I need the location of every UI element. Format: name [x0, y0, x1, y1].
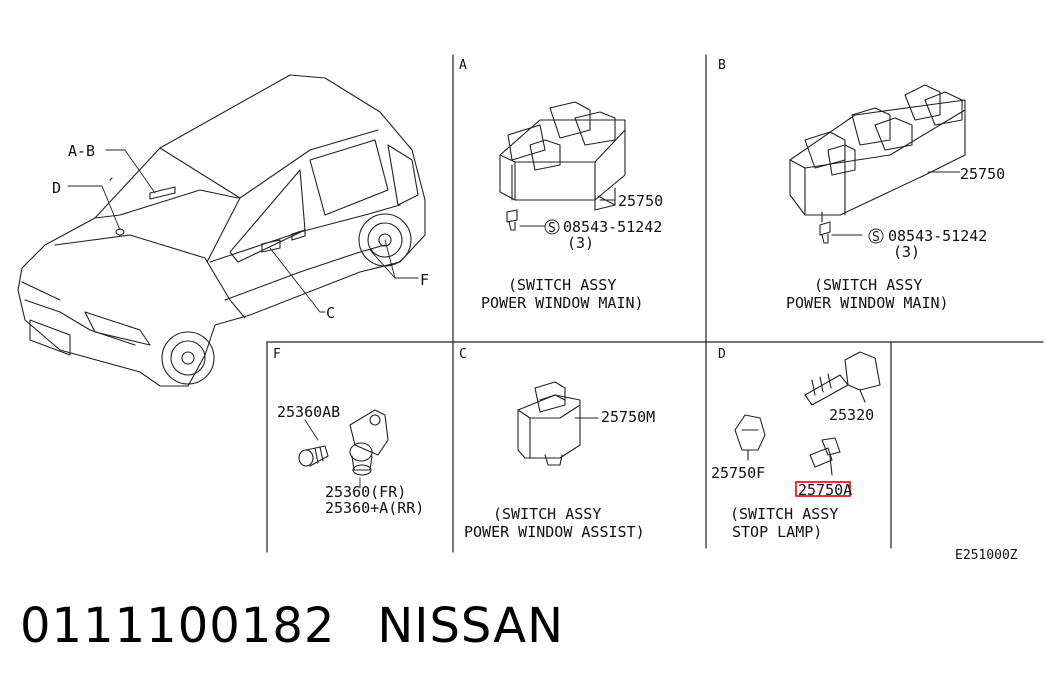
highlight-25750a-box	[795, 481, 851, 497]
panel-f-letter: F	[273, 347, 281, 362]
switch-power-window-assist	[517, 381, 581, 466]
panel-a-screw: 08543-51242	[563, 218, 662, 236]
stop-lamp-sensor-25320	[804, 351, 881, 406]
panel-a-qty: (3)	[567, 234, 594, 252]
panel-a-caption-2: POWER WINDOW MAIN)	[481, 294, 644, 312]
panel-b-screw-marker: S	[872, 230, 880, 245]
panel-a-caption-1: (SWITCH ASSY	[508, 276, 616, 294]
panel-a-leaders	[519, 199, 616, 235]
footer-brand: NISSAN	[377, 598, 565, 654]
callout-d: D	[52, 179, 61, 197]
panel-a-screw-marker: S	[548, 221, 556, 236]
callout-a-b: A-B	[68, 142, 95, 160]
stop-lamp-bolt-25750a	[809, 437, 841, 476]
panel-b-letter: B	[718, 58, 726, 73]
callout-c: C	[326, 304, 335, 322]
panel-b-part: 25750	[960, 165, 1005, 183]
panel-d-caption-1: (SWITCH ASSY	[730, 505, 838, 523]
panel-d-sensor: 25320	[829, 406, 874, 424]
panel-grid-lines	[266, 54, 1044, 553]
panel-b-screw: 08543-51242	[888, 227, 987, 245]
panel-d-letter: D	[718, 347, 726, 362]
stop-lamp-clip-25750f	[734, 414, 766, 461]
panel-b-qty: (3)	[893, 243, 920, 261]
callout-f: F	[420, 271, 429, 289]
panel-c-letter: C	[459, 347, 467, 362]
panel-b-leaders	[831, 171, 961, 244]
car-illustration	[17, 74, 426, 387]
panel-f-grommet-fr: 25360(FR)	[325, 483, 406, 501]
grommet-25360	[349, 409, 389, 476]
panel-b-caption-2: POWER WINDOW MAIN)	[786, 294, 949, 312]
drawing-code: E251000Z	[955, 548, 1018, 563]
panel-c-caption-2: POWER WINDOW ASSIST)	[464, 523, 645, 541]
panel-d-bolt: 25750A	[798, 481, 852, 499]
panel-a-letter: A	[459, 58, 467, 73]
panel-c-part: 25750M	[601, 408, 655, 426]
panel-f-bolt: 25360AB	[277, 403, 340, 421]
panel-f-grommet-rr: 25360+A(RR)	[325, 499, 424, 517]
switch-power-window-main-b	[789, 84, 966, 244]
car-leader-lines	[67, 149, 419, 313]
panel-b-caption-1: (SWITCH ASSY	[814, 276, 922, 294]
footer-part-brand: 0111100182 NISSAN	[20, 598, 564, 654]
panel-c-caption-1: (SWITCH ASSY	[493, 505, 601, 523]
panel-a-part: 25750	[618, 192, 663, 210]
footer-part-number: 0111100182	[20, 598, 336, 654]
panel-f-leaders	[304, 419, 361, 489]
bolt-25360ab	[298, 445, 329, 467]
panel-d-clip: 25750F	[711, 464, 765, 482]
panel-d-caption-2: STOP LAMP)	[732, 523, 822, 541]
switch-power-window-main-a	[499, 101, 626, 231]
